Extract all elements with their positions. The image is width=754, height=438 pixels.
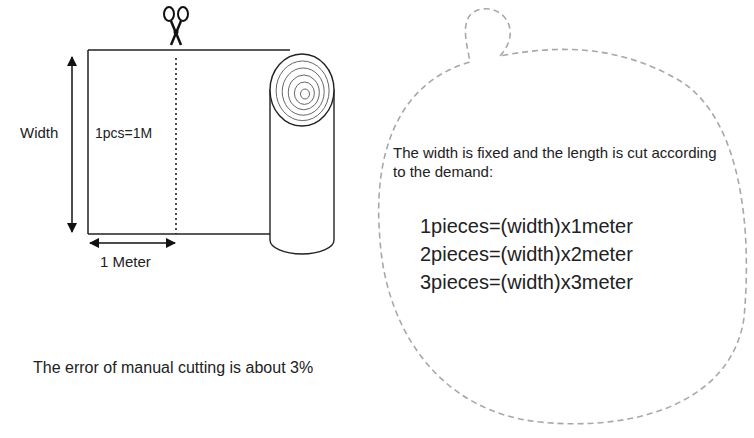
dimension-label: 1 Meter (100, 253, 151, 271)
fabric-piece: 1pcs=1M (88, 50, 273, 234)
formula-line: 1pieces=(width)x1meter (420, 214, 633, 239)
piece-label: 1pcs=1M (95, 125, 152, 143)
thought-bubble: The width is fixed and the length is cut… (370, 0, 754, 434)
scissors-icon (164, 7, 188, 45)
width-arrow (71, 57, 73, 232)
length-arrow (90, 242, 175, 244)
cut-line (175, 58, 177, 234)
bubble-path (379, 9, 747, 424)
fabric-roll (270, 54, 334, 254)
note-heading: The width is fixed and the length is cut… (393, 144, 733, 182)
note-text: The error of manual cutting is about 3% (33, 358, 313, 377)
formula-line: 3pieces=(width)x3meter (420, 270, 633, 295)
dimension-label: Width (20, 124, 58, 142)
formula-line: 2pieces=(width)x2meter (420, 242, 633, 267)
fabric-sheet (88, 50, 290, 234)
